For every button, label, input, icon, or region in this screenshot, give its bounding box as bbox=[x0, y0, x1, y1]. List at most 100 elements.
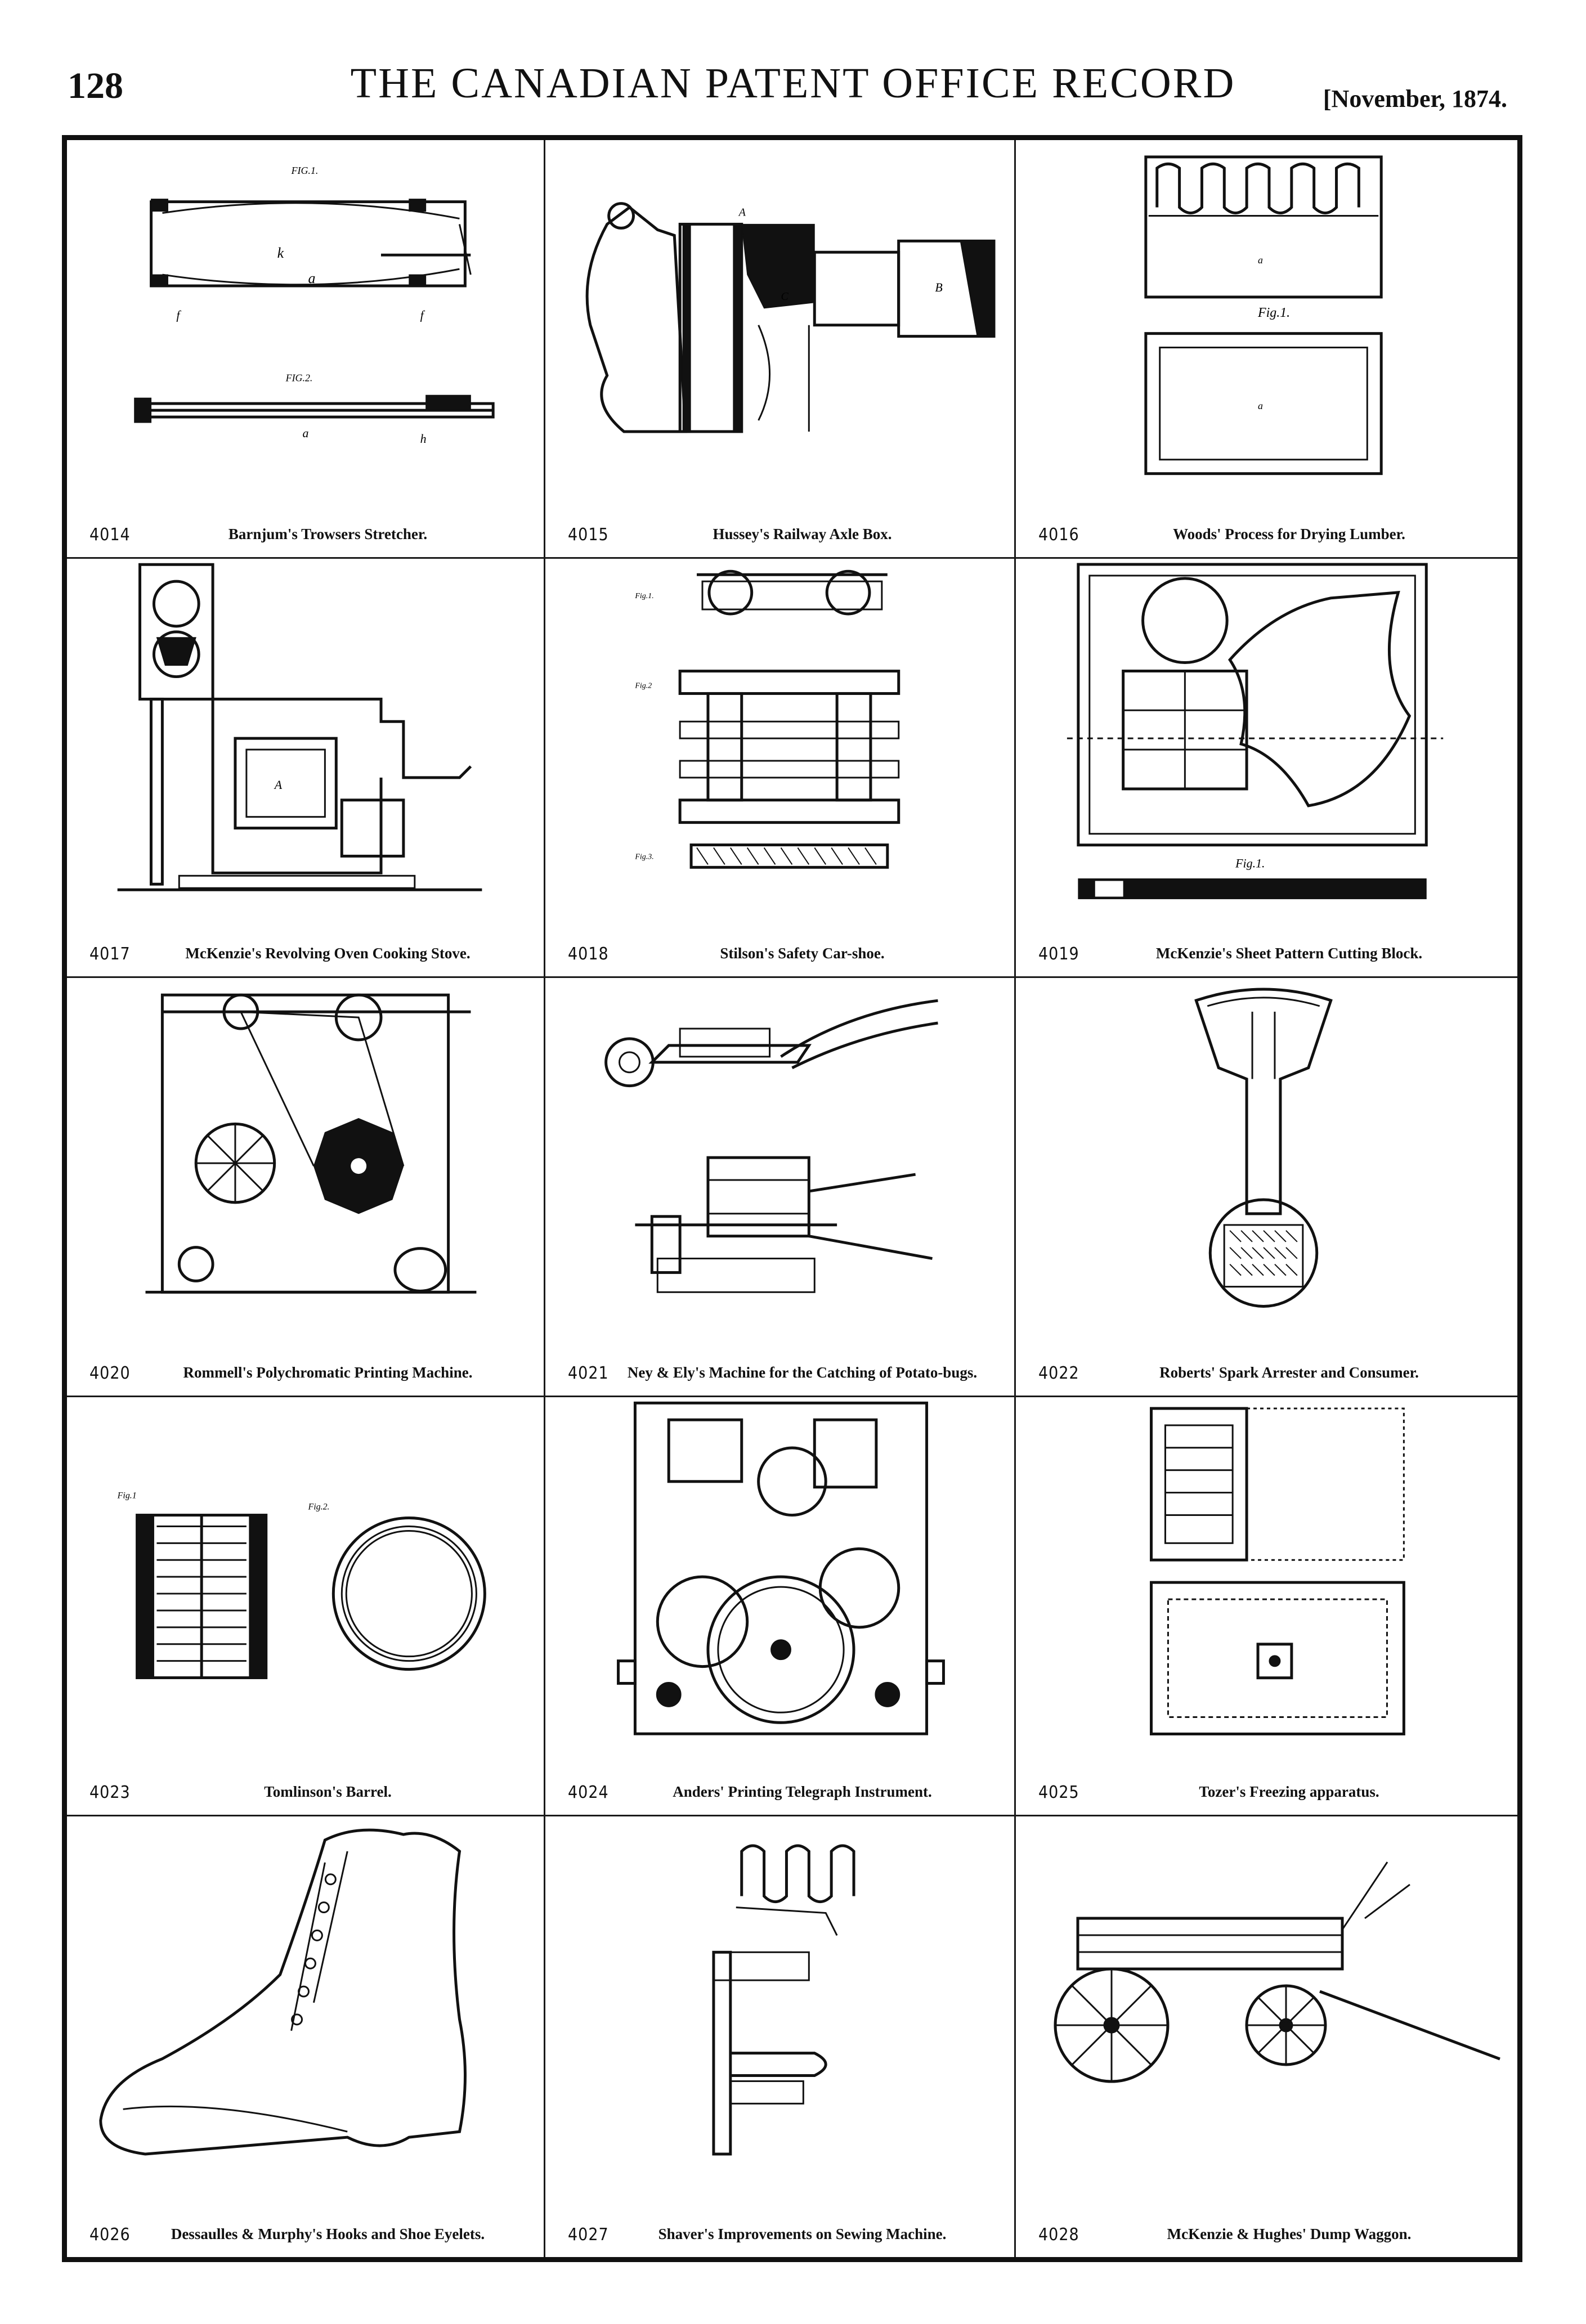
patent-number: 4018 bbox=[568, 944, 609, 964]
patent-cell-4025: 4025 Tozer's Freezing apparatus. bbox=[1016, 1397, 1517, 1816]
patent-grid: FIG.1. k a f f FIG.2. bbox=[67, 140, 1517, 2257]
patent-drawing-cooking-stove: A bbox=[67, 559, 544, 901]
patent-drawing-barrel: Fig.1 Fig.2. bbox=[67, 1397, 544, 1739]
patent-number: 4015 bbox=[568, 525, 609, 545]
patent-number: 4016 bbox=[1038, 525, 1079, 545]
patent-drawing-freezing-apparatus bbox=[1016, 1397, 1517, 1739]
patent-drawing-drying-lumber: a Fig.1. a bbox=[1016, 140, 1517, 482]
fig-label: Fig.2 bbox=[634, 681, 652, 690]
svg-text:B: B bbox=[935, 280, 942, 294]
patent-cell-4016: a Fig.1. a 4016 Woods' Process for Dryin… bbox=[1016, 140, 1517, 559]
patent-title: Ney & Ely's Machine for the Catching of … bbox=[627, 1364, 978, 1381]
patent-drawing-printing-machine bbox=[67, 978, 544, 1320]
patent-drawing-railway-axle-box: A B C bbox=[545, 140, 1014, 482]
patent-title: McKenzie's Sheet Pattern Cutting Block. bbox=[1155, 945, 1423, 962]
patent-number: 4023 bbox=[89, 1783, 131, 1802]
patent-drawing-trowsers-stretcher: FIG.1. k a f f FIG.2. bbox=[67, 140, 544, 482]
patent-caption: 4023 Tomlinson's Barrel. bbox=[89, 1765, 532, 1805]
patent-cell-4026: 4026 Dessaulles & Murphy's Hooks and Sho… bbox=[67, 1816, 545, 2257]
patent-number: 4024 bbox=[568, 1783, 609, 1802]
patent-title: Shaver's Improvements on Sewing Machine. bbox=[658, 2226, 947, 2242]
patent-title: Hussey's Railway Axle Box. bbox=[713, 526, 892, 542]
patent-cell-4014: FIG.1. k a f f FIG.2. bbox=[67, 140, 545, 559]
patent-number: 4019 bbox=[1038, 944, 1079, 964]
fig-label: Fig.1 bbox=[117, 1491, 137, 1501]
journal-title: THE CANADIAN PATENT OFFICE RECORD bbox=[350, 60, 1236, 107]
patent-caption: 4020 Rommell's Polychromatic Printing Ma… bbox=[89, 1346, 532, 1385]
patent-number: 4020 bbox=[89, 1363, 131, 1383]
svg-text:f: f bbox=[420, 308, 425, 322]
patent-cell-4022: 4022 Roberts' Spark Arrester and Consume… bbox=[1016, 978, 1517, 1397]
issue-date: [November, 1874. bbox=[1323, 85, 1507, 113]
patent-title: Tozer's Freezing apparatus. bbox=[1199, 1783, 1379, 1800]
patent-drawing-safety-car-shoe: Fig.1. Fig.2 Fig.3. bbox=[545, 559, 1014, 901]
patent-cell-4015: A B C 4015 Hussey's Railway Axle Box. bbox=[545, 140, 1016, 559]
patent-cell-4023: Fig.1 Fig.2. 4023 Tomlinson's Barrel. bbox=[67, 1397, 545, 1816]
patent-plate-frame: FIG.1. k a f f FIG.2. bbox=[62, 135, 1522, 2262]
page-number: 128 bbox=[68, 65, 123, 106]
patent-caption: 4024 Anders' Printing Telegraph Instrume… bbox=[568, 1765, 1003, 1805]
fig-label: Fig.1. bbox=[1257, 306, 1290, 320]
fig-label: Fig.1. bbox=[1235, 856, 1265, 871]
patent-caption: 4026 Dessaulles & Murphy's Hooks and Sho… bbox=[89, 2208, 532, 2247]
patent-title: Anders' Printing Telegraph Instrument. bbox=[673, 1783, 932, 1800]
patent-cell-4028: 4028 McKenzie & Hughes' Dump Waggon. bbox=[1016, 1816, 1517, 2257]
svg-text:a: a bbox=[303, 426, 309, 440]
patent-title: McKenzie's Revolving Oven Cooking Stove. bbox=[185, 945, 471, 962]
patent-caption: 4028 McKenzie & Hughes' Dump Waggon. bbox=[1038, 2208, 1506, 2247]
patent-number: 4021 bbox=[568, 1363, 609, 1383]
patent-caption: 4027 Shaver's Improvements on Sewing Mac… bbox=[568, 2208, 1003, 2247]
patent-title: Roberts' Spark Arrester and Consumer. bbox=[1159, 1364, 1419, 1381]
patent-caption: 4022 Roberts' Spark Arrester and Consume… bbox=[1038, 1346, 1506, 1385]
patent-number: 4014 bbox=[89, 525, 131, 545]
fig-label: FIG.2. bbox=[285, 372, 313, 383]
patent-number: 4027 bbox=[568, 2225, 609, 2245]
patent-title: Dessaulles & Murphy's Hooks and Shoe Eye… bbox=[171, 2226, 485, 2242]
svg-text:A: A bbox=[274, 778, 283, 792]
patent-cell-4027: 4027 Shaver's Improvements on Sewing Mac… bbox=[545, 1816, 1016, 2257]
patent-drawing-pattern-cutting-block: Fig.1. bbox=[1016, 559, 1517, 901]
patent-caption: 4019 McKenzie's Sheet Pattern Cutting Bl… bbox=[1038, 927, 1506, 966]
patent-caption: 4018 Stilson's Safety Car-shoe. bbox=[568, 927, 1003, 966]
running-header: 128 THE CANADIAN PATENT OFFICE RECORD [N… bbox=[0, 0, 1586, 129]
svg-text:a: a bbox=[308, 270, 315, 286]
patent-drawing-telegraph-instrument bbox=[545, 1397, 1014, 1739]
patent-cell-4018: Fig.1. Fig.2 Fig.3. bbox=[545, 559, 1016, 978]
svg-text:a: a bbox=[1258, 254, 1263, 266]
patent-caption: 4014 Barnjum's Trowsers Stretcher. bbox=[89, 508, 532, 547]
patent-cell-4020: 4020 Rommell's Polychromatic Printing Ma… bbox=[67, 978, 545, 1397]
svg-text:f: f bbox=[176, 308, 181, 322]
patent-cell-4017: A 4017 McKenzie's Revolving Oven Cooking… bbox=[67, 559, 545, 978]
patent-drawing-spark-arrester bbox=[1016, 978, 1517, 1320]
patent-caption: 4017 McKenzie's Revolving Oven Cooking S… bbox=[89, 927, 532, 966]
patent-caption: 4015 Hussey's Railway Axle Box. bbox=[568, 508, 1003, 547]
patent-number: 4026 bbox=[89, 2225, 131, 2245]
fig-label: Fig.1. bbox=[634, 592, 653, 600]
patent-cell-4019: Fig.1. 4019 McKenzie's Sheet Pattern Cut… bbox=[1016, 559, 1517, 978]
fig-label: Fig.3. bbox=[634, 853, 653, 861]
patent-drawing-potato-bug-machine bbox=[545, 978, 1014, 1320]
patent-title: McKenzie & Hughes' Dump Waggon. bbox=[1167, 2226, 1412, 2242]
svg-text:A: A bbox=[738, 206, 746, 218]
patent-title: Stilson's Safety Car-shoe. bbox=[720, 945, 885, 962]
patent-number: 4025 bbox=[1038, 1783, 1079, 1802]
patent-cell-4024: 4024 Anders' Printing Telegraph Instrume… bbox=[545, 1397, 1016, 1816]
fig-label: Fig.2. bbox=[307, 1502, 329, 1512]
svg-text:k: k bbox=[277, 245, 284, 261]
fig-label: FIG.1. bbox=[291, 165, 319, 176]
patent-number: 4028 bbox=[1038, 2225, 1079, 2245]
patent-title: Tomlinson's Barrel. bbox=[264, 1783, 392, 1800]
patent-title: Rommell's Polychromatic Printing Machine… bbox=[183, 1364, 473, 1381]
patent-drawing-boot-eyelets bbox=[67, 1816, 544, 2178]
patent-drawing-dump-waggon bbox=[1016, 1816, 1517, 2178]
patent-caption: 4025 Tozer's Freezing apparatus. bbox=[1038, 1765, 1506, 1805]
patent-cell-4021: 4021 Ney & Ely's Machine for the Catchin… bbox=[545, 978, 1016, 1397]
svg-text:h: h bbox=[420, 432, 427, 446]
svg-text:C: C bbox=[781, 290, 788, 303]
patent-caption: 4016 Woods' Process for Drying Lumber. bbox=[1038, 508, 1506, 547]
patent-title: Barnjum's Trowsers Stretcher. bbox=[228, 526, 428, 542]
patent-number: 4022 bbox=[1038, 1363, 1079, 1383]
patent-drawing-sewing-machine bbox=[545, 1816, 1014, 2178]
svg-text:a: a bbox=[1258, 400, 1263, 411]
patent-number: 4017 bbox=[89, 944, 131, 964]
